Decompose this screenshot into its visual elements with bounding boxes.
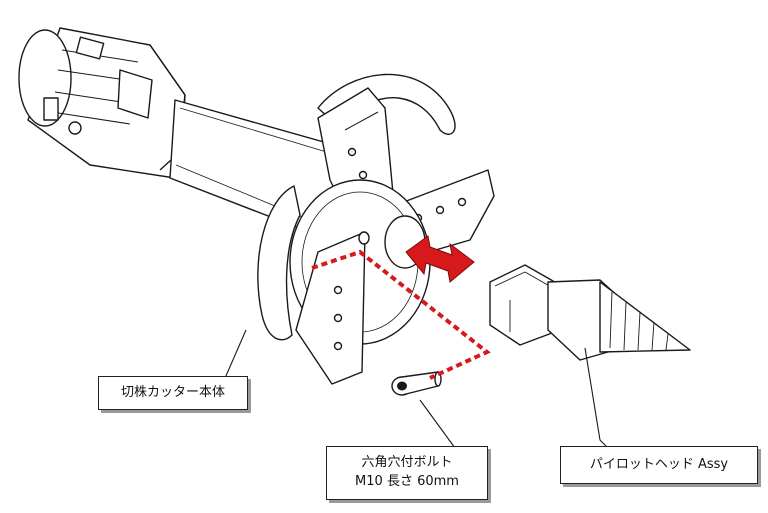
pilot-head-assembly (489, 264, 691, 361)
bolt-insertion-path (311, 249, 491, 380)
leader-pilot-head (584, 347, 621, 461)
label-pilot-head: パイロットヘッド Assy (560, 446, 758, 484)
label-cutter-body: 切株カッター本体 (98, 376, 248, 410)
label-bolt-line2: M10 長さ 60mm (355, 474, 459, 489)
lower-cutter-tooth (295, 231, 366, 385)
double-arrow-icon (405, 235, 475, 283)
label-bolt: 六角穴付ボルト M10 長さ 60mm (326, 446, 488, 500)
left-hook-blade (257, 185, 301, 341)
hex-socket-bolt (391, 371, 442, 396)
cutter-grip-housing (18, 27, 186, 179)
label-bolt-line1: 六角穴付ボルト (361, 455, 453, 471)
upper-hook-blade (317, 73, 456, 135)
leader-bolt (419, 399, 457, 449)
label-cutter-body-text: 切株カッター本体 (120, 384, 225, 400)
label-pilot-head-text: パイロットヘッド Assy (589, 456, 729, 472)
